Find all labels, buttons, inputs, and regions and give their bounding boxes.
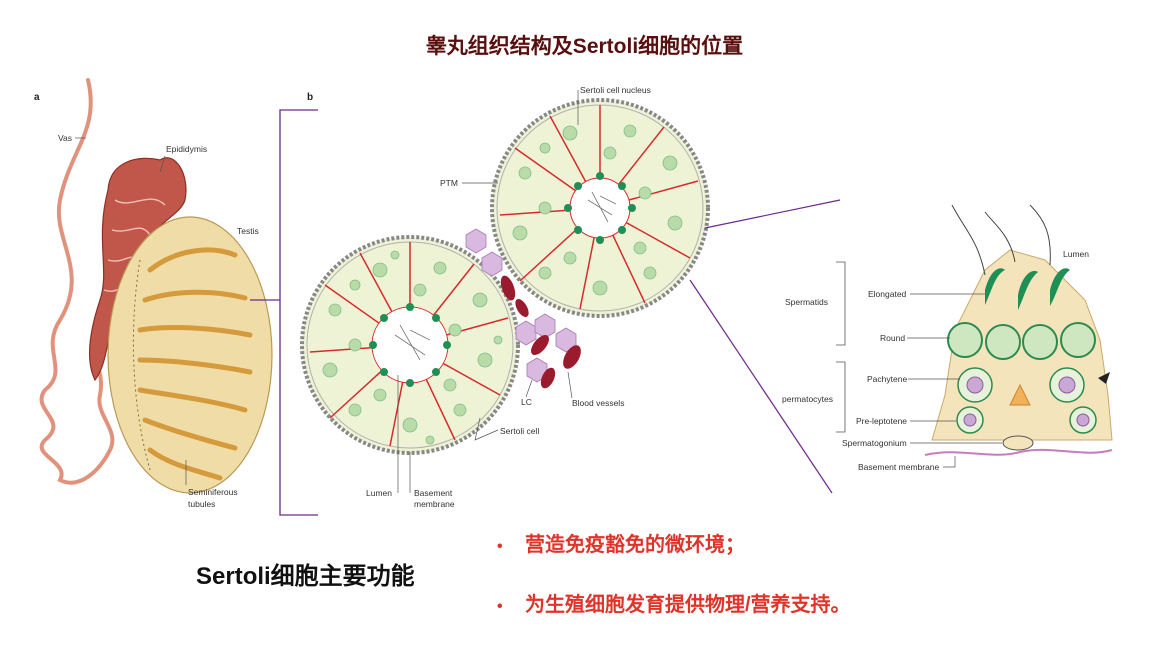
label-basement-2: membrane bbox=[414, 499, 455, 509]
zoom-bracket bbox=[250, 109, 318, 516]
label-lc: LC bbox=[521, 397, 532, 407]
label-spermatocytes: permatocytes bbox=[782, 394, 833, 404]
tubule-cross-section-1 bbox=[300, 235, 520, 455]
vas-deferens bbox=[39, 78, 115, 485]
function-text-2: 为生殖细胞发育提供物理/营养支持。 bbox=[525, 594, 851, 616]
blood-vessels bbox=[500, 275, 581, 389]
bullet-icon: • bbox=[497, 538, 503, 555]
label-sertoli-cell: Sertoli cell bbox=[500, 426, 539, 436]
label-spermatogonium: Spermatogonium bbox=[842, 438, 907, 448]
bullet-icon: • bbox=[497, 598, 503, 615]
seminiferous-tubules bbox=[137, 247, 253, 481]
list-item: • 营造免疫豁免的微环境； bbox=[497, 528, 851, 558]
label-lumen-c: Lumen bbox=[1063, 249, 1089, 259]
label-lumen-b: Lumen bbox=[366, 488, 392, 498]
zoom-connector-bottom bbox=[689, 279, 833, 494]
label-basement-c: Basement membrane bbox=[858, 462, 940, 472]
page-title: 睾丸组织结构及Sertoli细胞的位置 bbox=[425, 35, 744, 58]
functions-list: • 营造免疫豁免的微环境； • 为生殖细胞发育提供物理/营养支持。 bbox=[497, 528, 851, 648]
tubule-cross-section-2 bbox=[490, 98, 710, 318]
label-pachytene: Pachytene bbox=[867, 374, 907, 384]
zoom-connector-top bbox=[704, 199, 841, 229]
leydig-cells bbox=[465, 228, 577, 383]
label-epididymis: Epididymis bbox=[166, 144, 207, 154]
testis-anatomy-figure: a Vas Epididymis Testis Seminiferous tub… bbox=[34, 78, 1113, 516]
label-seminiferous-1: Seminiferous bbox=[188, 487, 238, 497]
label-vas: Vas bbox=[58, 133, 72, 143]
label-testis: Testis bbox=[237, 226, 259, 236]
label-seminiferous-2: tubules bbox=[188, 499, 215, 509]
label-round: Round bbox=[880, 333, 905, 343]
label-elongated: Elongated bbox=[868, 289, 907, 299]
functions-heading: Sertoli细胞主要功能 bbox=[196, 563, 415, 590]
label-sertoli-nucleus: Sertoli cell nucleus bbox=[580, 85, 651, 95]
list-item: • 为生殖细胞发育提供物理/营养支持。 bbox=[497, 588, 851, 618]
function-text-1: 营造免疫豁免的微环境； bbox=[525, 534, 745, 556]
label-preleptotene: Pre-leptotene bbox=[856, 416, 907, 426]
label-ptm: PTM bbox=[440, 178, 458, 188]
label-basement-1: Basement bbox=[414, 488, 453, 498]
panel-b-label: b bbox=[307, 92, 313, 103]
label-blood-vessels: Blood vessels bbox=[572, 398, 624, 408]
label-spermatids: Spermatids bbox=[785, 297, 828, 307]
testis bbox=[107, 216, 273, 494]
seminiferous-epithelium-detail bbox=[924, 204, 1113, 456]
panel-a-label: a bbox=[34, 92, 40, 103]
